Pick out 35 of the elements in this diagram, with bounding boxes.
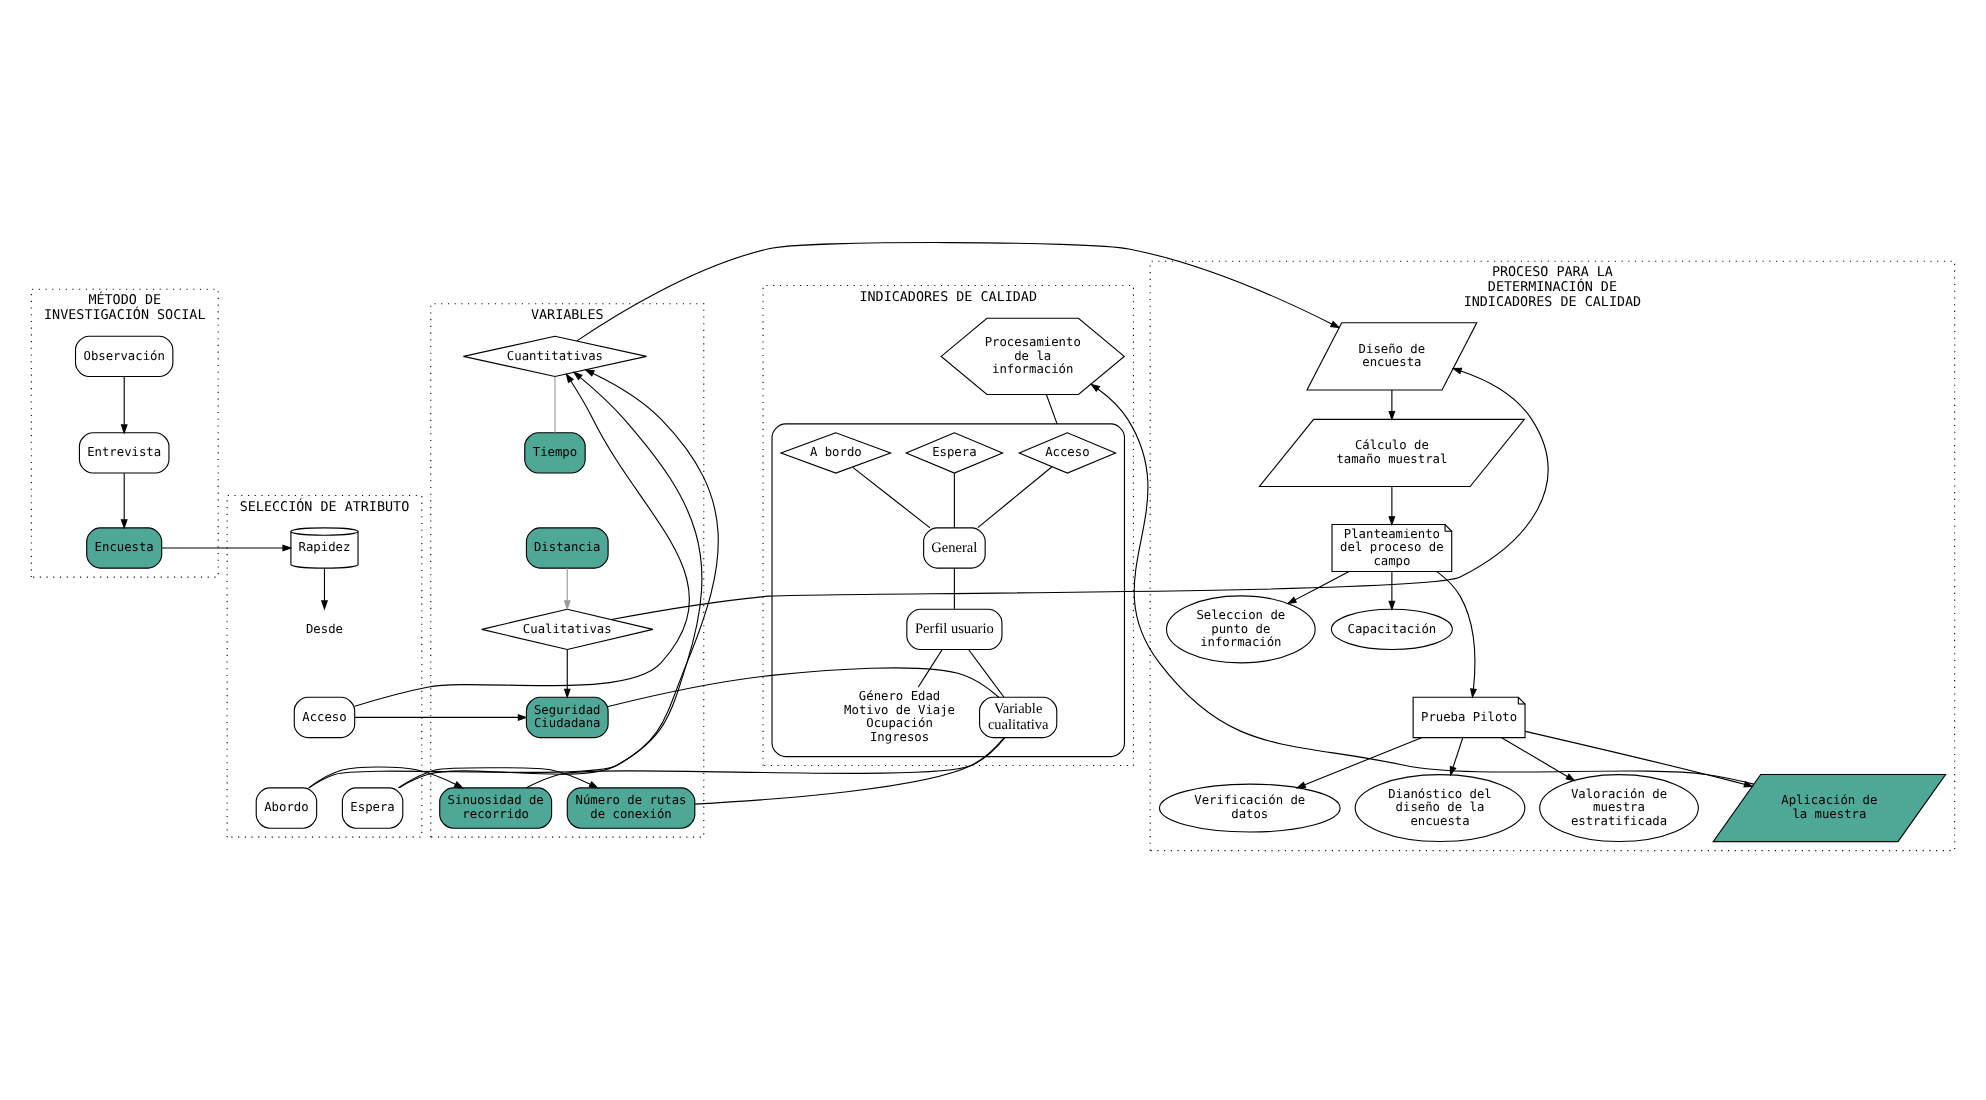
connector [977,465,1053,528]
arrow [354,371,690,706]
connector [852,465,931,528]
arrow [1090,382,1755,784]
arrow [120,471,128,529]
arrow [308,765,465,788]
arrow [308,368,719,788]
connector [968,647,1005,697]
arrow [1501,736,1576,781]
connector [554,375,556,433]
arrow [576,241,1341,341]
connector [694,736,1005,804]
arrow [161,543,293,551]
arrow [610,366,1549,620]
connector [917,647,943,687]
arrow [563,566,571,610]
arrow [320,566,328,610]
connector [525,736,1006,788]
connector [953,471,955,528]
arrow [398,370,703,788]
arrow [1388,484,1396,526]
connector [953,566,955,609]
arrow [1388,570,1396,610]
cluster [771,422,1126,757]
arrow [1295,736,1423,788]
arrow [1524,729,1754,787]
arrow [1388,388,1396,420]
arrow [1286,570,1350,604]
arrow [397,766,599,788]
connector [1045,393,1058,424]
arrow [120,375,128,434]
arrow [1436,570,1477,698]
arrow [354,712,528,720]
connector [607,666,1000,707]
arrow [563,647,571,698]
